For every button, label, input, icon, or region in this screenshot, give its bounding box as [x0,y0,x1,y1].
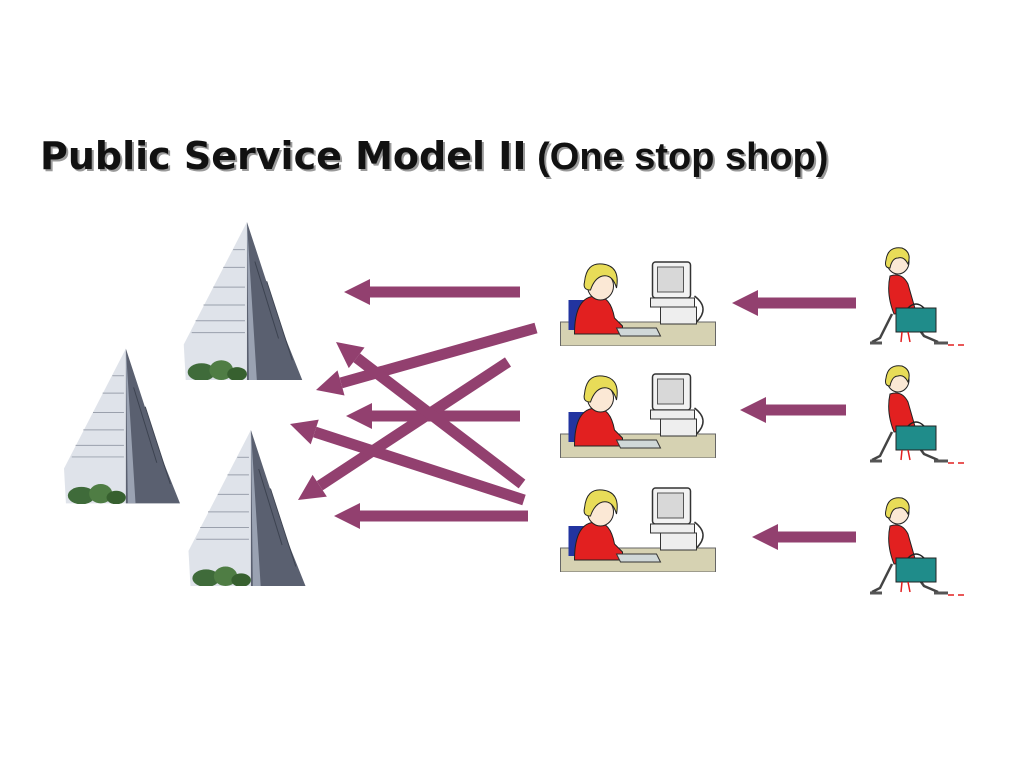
flow-arrow-6 [290,419,526,506]
flow-arrow-3 [346,403,520,429]
flow-arrow-4 [298,357,512,500]
flow-arrow-5 [336,342,526,489]
title-main: Public Service Model II [40,134,527,178]
arrow-head [346,403,372,429]
arrow-head [334,503,360,529]
building-bottom-icon [187,430,307,586]
arrow-shaft [316,357,512,491]
title-sub: (One stop shop) [526,136,829,178]
arrow-shaft [313,426,526,506]
arrow-head [344,279,370,305]
flow-arrow-1 [344,279,520,305]
arrow-head [290,419,319,445]
arrow-shaft [353,353,526,489]
building-left-icon [64,348,180,504]
flow-arrow-7 [334,503,528,529]
flow-arrow-8 [732,290,856,316]
arrow-head [298,474,327,500]
flow-arrow-9 [740,397,846,423]
citizen-3-icon [868,496,966,597]
arrow-head [740,397,766,423]
arrow-head [752,524,778,550]
citizen-2-icon [868,364,966,465]
citizen-1-icon [868,246,966,347]
slide-title: Public Service Model II (One stop shop) [40,134,828,179]
clerk-3-icon [560,487,716,572]
arrow-head [732,290,758,316]
clerk-2-icon [560,373,716,458]
arrow-head [336,342,365,369]
arrow-group [290,279,856,550]
flow-arrow-10 [752,524,856,550]
building-top-icon [183,222,303,380]
clerk-1-icon [560,261,716,346]
arrow-head [316,370,345,396]
